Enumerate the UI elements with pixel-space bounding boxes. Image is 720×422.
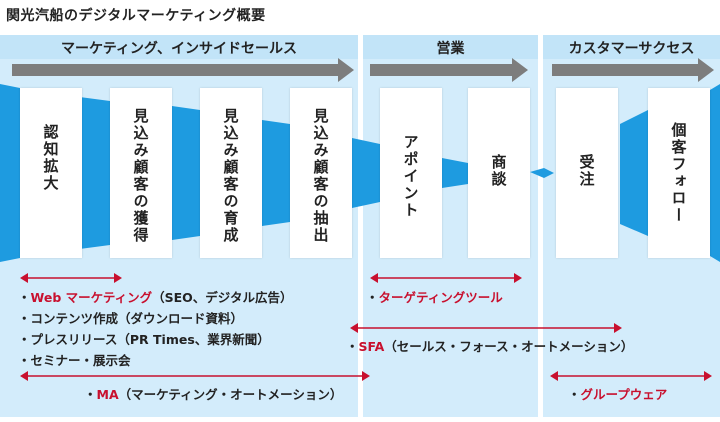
stage-label: 受注 [577, 154, 596, 188]
stage-label: 商談 [489, 154, 508, 188]
phase-label-customer-success: カスタマーサクセス [568, 41, 695, 57]
stage-card-appointment: アポイント [380, 88, 442, 258]
range-arrow-web-marketing [20, 273, 122, 283]
marketing-activities-list: ・Web マーケティング（SEO、デジタル広告） ・コンテンツ作成（ダウンロード… [18, 287, 293, 371]
stage-label: 認知拡大 [41, 124, 60, 192]
tool-sfa: ・SFA（セールス・フォース・オートメーション） [346, 339, 634, 354]
range-arrow-groupware [550, 371, 712, 381]
stage-label: 見込み顧客の抽出 [311, 108, 330, 244]
tool-groupware: ・グループウェア [568, 387, 668, 402]
phase-label-sales: 営業 [436, 41, 465, 57]
phase-band-marketing [0, 35, 358, 59]
range-arrow-targeting [370, 273, 522, 283]
list-item: ・Web マーケティング（SEO、デジタル広告） [18, 290, 293, 305]
stage-label: 見込み顧客の育成 [221, 108, 240, 244]
phase-arrow-sales [370, 58, 528, 82]
stage-label: 見込み顧客の獲得 [131, 108, 150, 244]
diagram-title: 関光汽船のデジタルマーケティング概要 [6, 8, 266, 24]
tool-ma: ・MA（マーケティング・オートメーション） [84, 387, 343, 402]
range-arrow-sfa [350, 323, 622, 333]
stage-card-customer-follow: 個客フォロー [648, 88, 710, 258]
stage-card-extraction: 見込み顧客の抽出 [290, 88, 352, 258]
phase-label-marketing: マーケティング、インサイドセールス [61, 41, 297, 57]
phase-band-cs [543, 35, 720, 59]
stage-card-acquisition: 見込み顧客の獲得 [110, 88, 172, 258]
list-item: ・プレスリリース（PR Times、業界新聞） [18, 332, 270, 347]
stage-card-nurturing: 見込み顧客の育成 [200, 88, 262, 258]
tool-targeting: ・ターゲティングツール [366, 290, 503, 305]
phase-arrow-marketing [12, 58, 354, 82]
stage-label: 個客フォロー [669, 122, 688, 224]
phase-band-sales [363, 35, 538, 59]
range-arrow-ma [20, 371, 370, 381]
stage-card-negotiation: 商談 [468, 88, 530, 258]
list-item: ・セミナー・展示会 [18, 353, 131, 368]
stage-card-order: 受注 [556, 88, 618, 258]
list-item: ・コンテンツ作成（ダウンロード資料） [18, 311, 244, 326]
stage-label: アポイント [401, 134, 420, 219]
phase-arrow-customer-success [552, 58, 714, 82]
stage-card-awareness: 認知拡大 [20, 88, 82, 258]
